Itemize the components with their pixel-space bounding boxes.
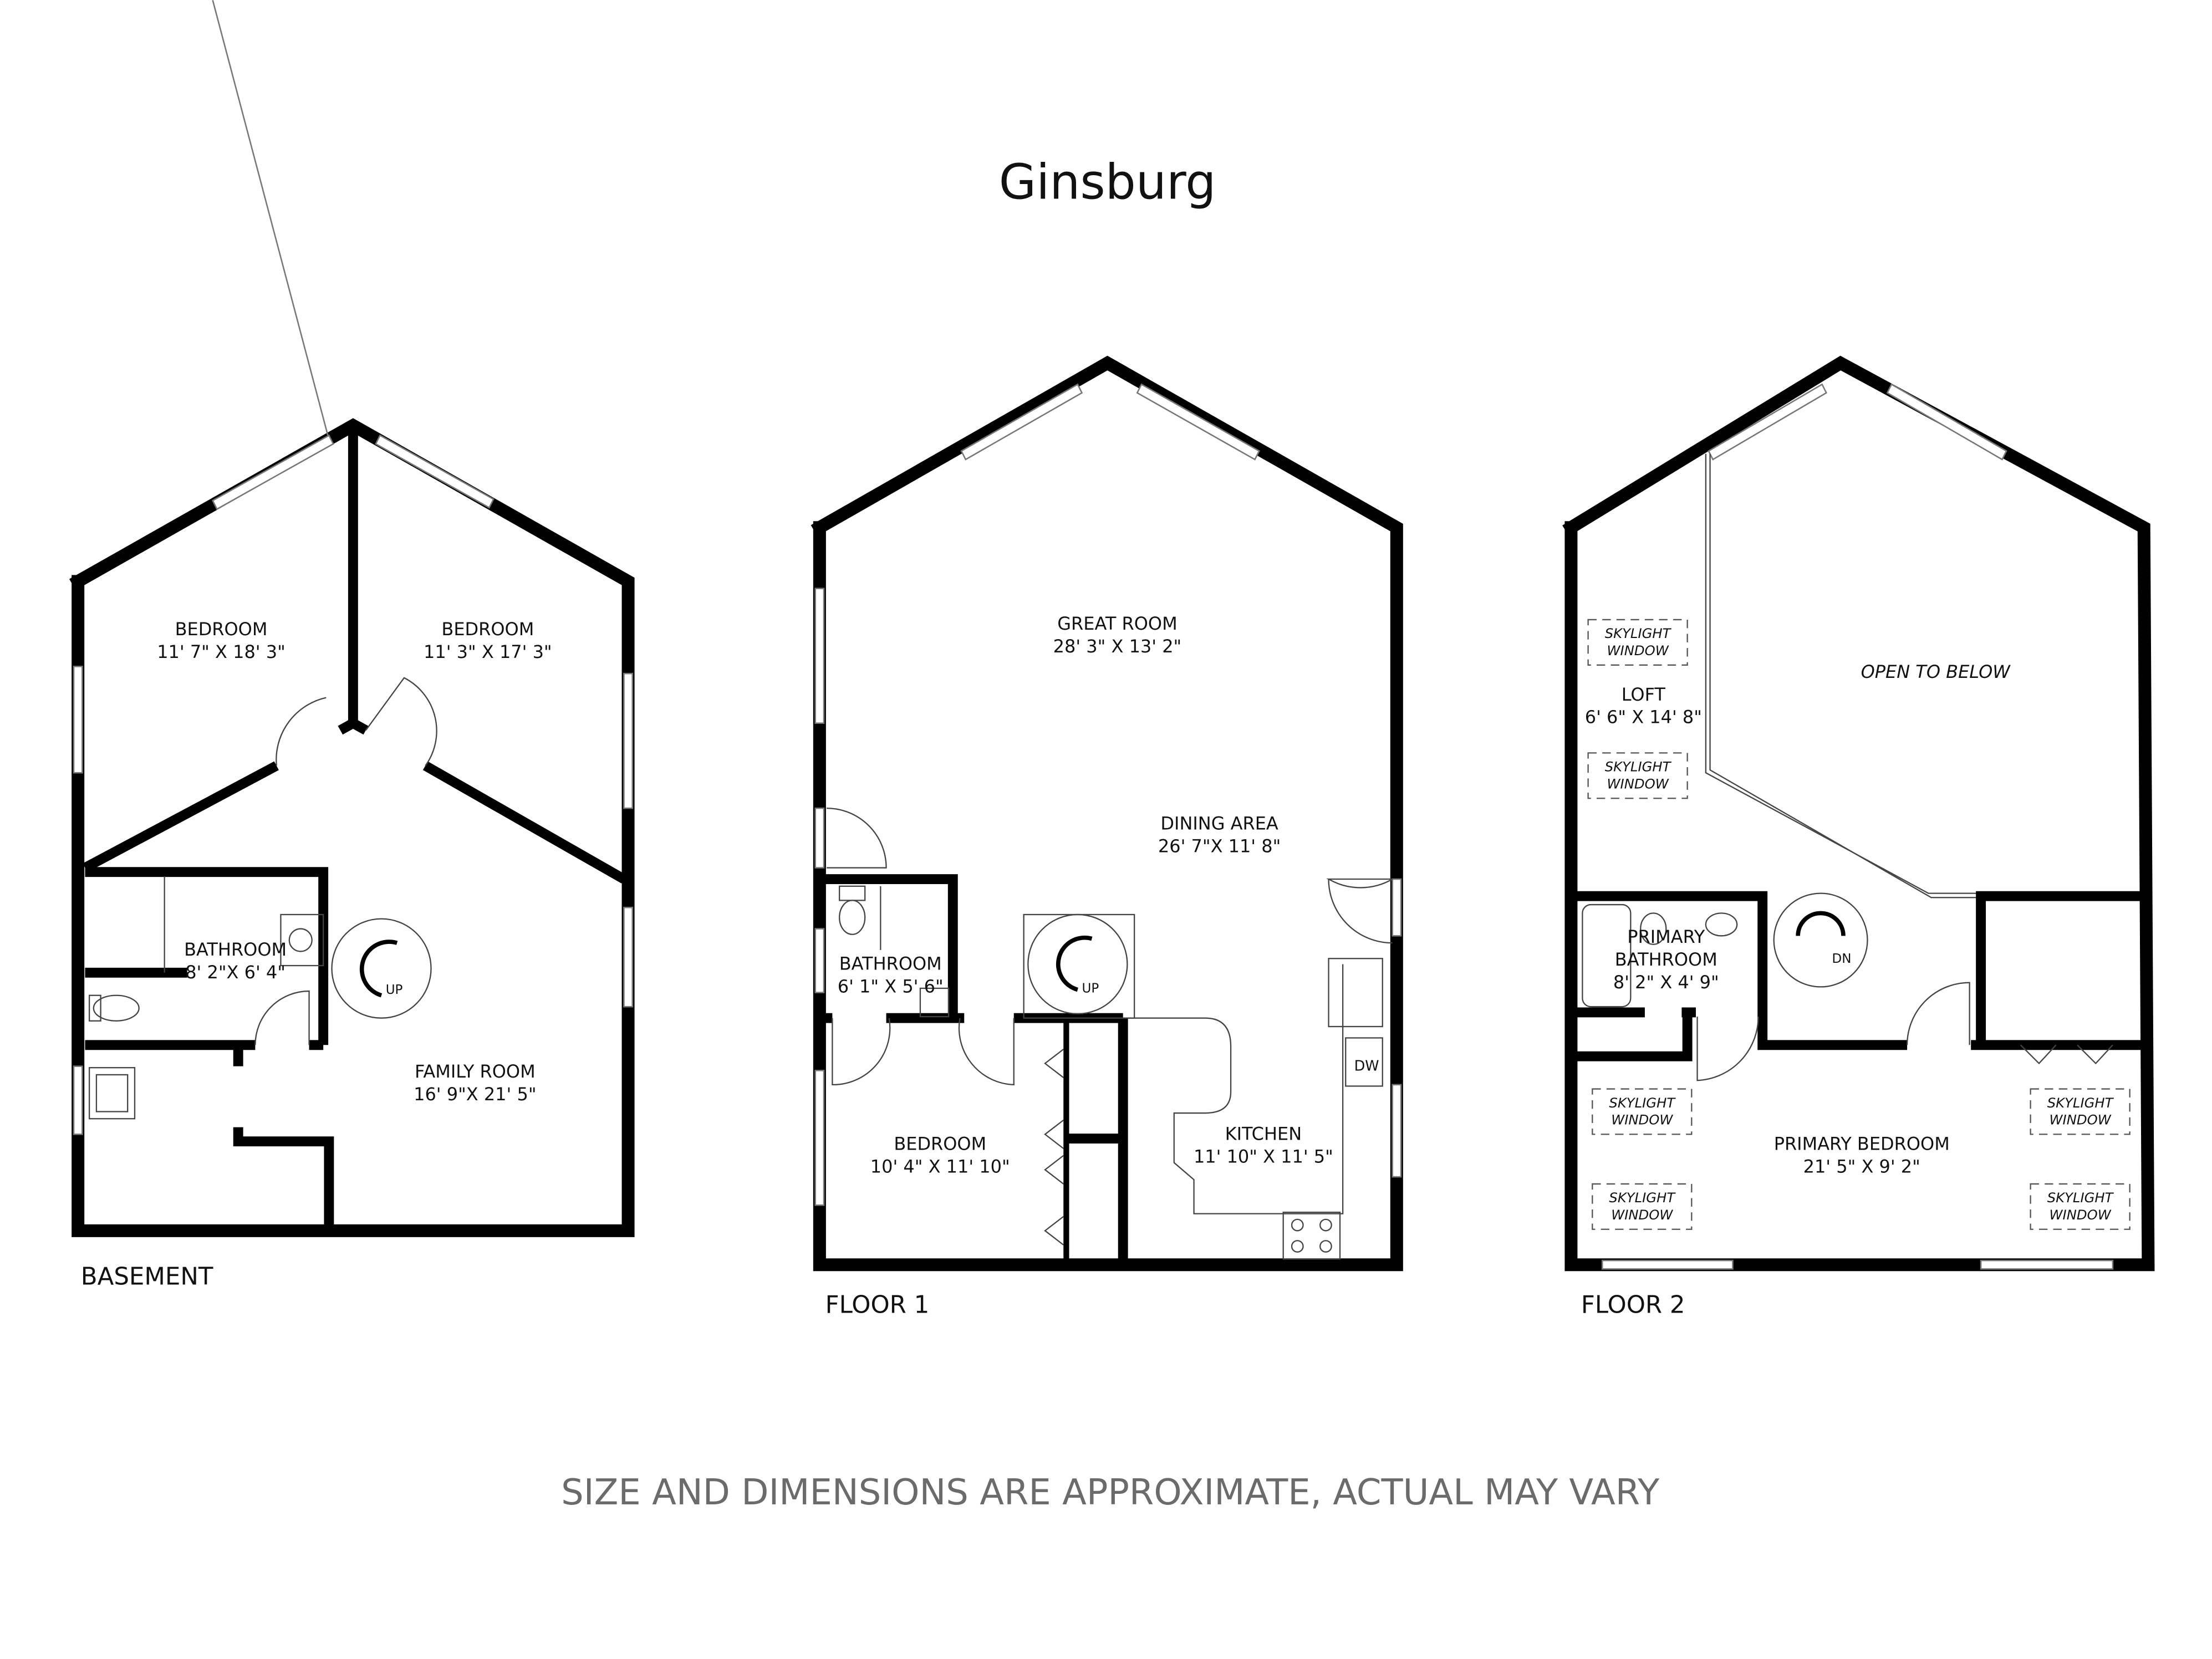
dishwasher-label: DW [1354, 1058, 1379, 1074]
svg-text:BEDROOM: BEDROOM [175, 619, 268, 640]
svg-text:BATHROOM: BATHROOM [184, 939, 287, 960]
floor-label-basement: BASEMENT [81, 1263, 213, 1291]
svg-text:16' 9"X 21' 5": 16' 9"X 21' 5" [414, 1084, 536, 1105]
svg-text:11' 10" X 11' 5": 11' 10" X 11' 5" [1194, 1146, 1333, 1167]
floor-label-floor-2: FLOOR 2 [1581, 1292, 1685, 1319]
disclaimer: SIZE AND DIMENSIONS ARE APPROXIMATE, ACT… [561, 1472, 1660, 1513]
svg-text:GREAT ROOM: GREAT ROOM [1057, 613, 1177, 634]
svg-text:DINING AREA: DINING AREA [1160, 813, 1278, 834]
svg-text:WINDOW: WINDOW [1607, 775, 1669, 792]
floor-1-stairs-label: UP [1082, 982, 1099, 996]
svg-text:WINDOW: WINDOW [1607, 642, 1669, 659]
svg-text:BEDROOM: BEDROOM [894, 1134, 986, 1155]
svg-text:BEDROOM: BEDROOM [441, 619, 534, 640]
svg-text:21' 5" X 9' 2": 21' 5" X 9' 2" [1803, 1156, 1920, 1177]
svg-text:6' 6" X 14' 8": 6' 6" X 14' 8" [1585, 707, 1702, 728]
svg-text:11' 7" X 18' 3": 11' 7" X 18' 3" [157, 641, 286, 662]
svg-text:WINDOW: WINDOW [1611, 1207, 1673, 1223]
open-to-below-label: OPEN TO BELOW [1861, 661, 2011, 682]
floor-2-stairs-label: DN [1832, 952, 1852, 966]
svg-text:SKYLIGHT: SKYLIGHT [1609, 1095, 1676, 1111]
svg-text:SKYLIGHT: SKYLIGHT [1605, 625, 1672, 641]
svg-text:WINDOW: WINDOW [1611, 1112, 1673, 1128]
svg-text:10' 4" X 11' 10": 10' 4" X 11' 10" [870, 1156, 1010, 1177]
svg-text:8' 2" X 4' 9": 8' 2" X 4' 9" [1613, 972, 1719, 993]
svg-text:LOFT: LOFT [1622, 684, 1666, 705]
svg-text:SKYLIGHT: SKYLIGHT [1609, 1190, 1676, 1206]
svg-text:SKYLIGHT: SKYLIGHT [2047, 1190, 2114, 1206]
svg-text:KITCHEN: KITCHEN [1225, 1124, 1302, 1145]
svg-text:28' 3" X 13' 2": 28' 3" X 13' 2" [1053, 636, 1182, 657]
svg-text:PRIMARY: PRIMARY [1627, 926, 1705, 947]
svg-text:WINDOW: WINDOW [2050, 1207, 2112, 1223]
svg-text:26' 7"X 11' 8": 26' 7"X 11' 8" [1158, 835, 1281, 856]
svg-text:BATHROOM: BATHROOM [1615, 949, 1717, 970]
svg-text:FAMILY ROOM: FAMILY ROOM [415, 1061, 536, 1082]
svg-text:BATHROOM: BATHROOM [839, 953, 942, 974]
svg-text:SKYLIGHT: SKYLIGHT [1605, 759, 1672, 775]
svg-text:WINDOW: WINDOW [2050, 1112, 2112, 1128]
svg-text:6' 1" X 5' 6": 6' 1" X 5' 6" [838, 976, 944, 997]
floor-label-floor-1: FLOOR 1 [825, 1292, 930, 1319]
svg-text:11' 3" X 17' 3": 11' 3" X 17' 3" [424, 641, 552, 662]
svg-text:PRIMARY BEDROOM: PRIMARY BEDROOM [1774, 1134, 1950, 1155]
basement-stairs-label: UP [386, 983, 403, 997]
svg-text:8' 2"X 6' 4": 8' 2"X 6' 4" [185, 962, 286, 983]
svg-text:SKYLIGHT: SKYLIGHT [2047, 1095, 2114, 1111]
plan-title: Ginsburg [999, 154, 1216, 210]
